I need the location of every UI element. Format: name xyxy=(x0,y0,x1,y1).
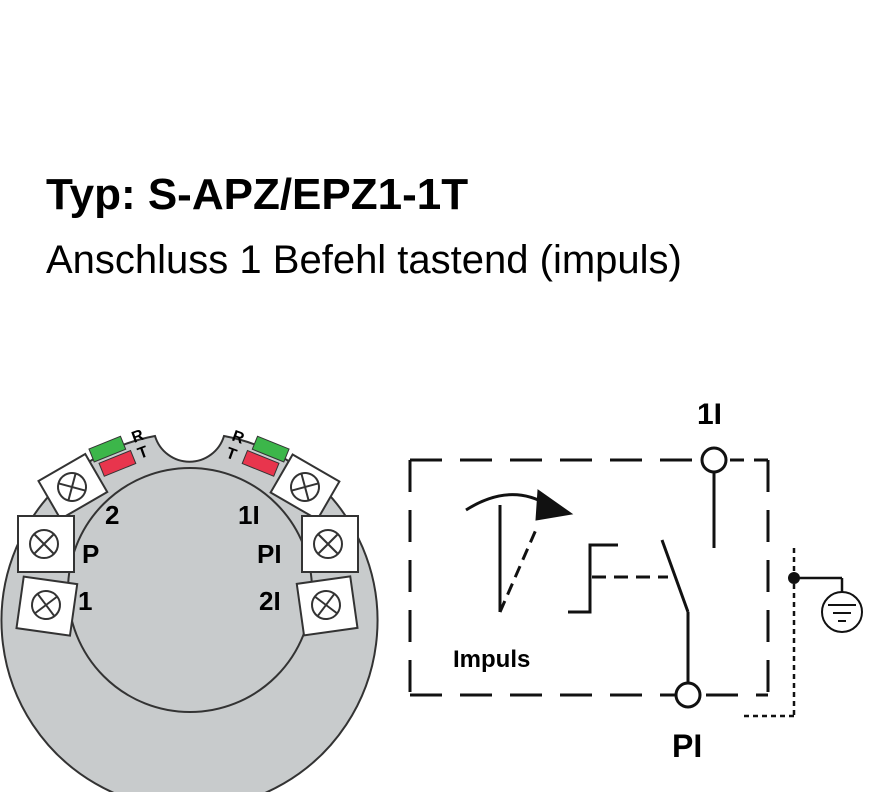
page-subtitle: Anschluss 1 Befehl tastend (impuls) xyxy=(46,238,682,282)
impulse-arrow-head xyxy=(535,489,574,521)
screw-terminal-1i xyxy=(269,453,341,521)
screw-terminal-pi xyxy=(301,515,359,573)
terminal-label-1: 1 xyxy=(78,586,92,616)
impulse-arrow-arc xyxy=(465,493,549,512)
screw-terminal-1 xyxy=(15,575,79,637)
screw-terminal-p xyxy=(17,515,75,573)
impulse-label: Impuls xyxy=(453,646,530,673)
switch-blade xyxy=(660,539,690,613)
terminal-circle-1i xyxy=(700,446,728,474)
page-title: Typ: S-APZ/EPZ1-1T xyxy=(46,170,469,219)
terminal-label-pi: PI xyxy=(257,539,282,569)
terminal-label-2i: 2I xyxy=(259,586,281,616)
terminal-label-2: 2 xyxy=(105,500,119,530)
actuator-step-symbol xyxy=(568,543,618,614)
impulse-decay-line xyxy=(498,524,540,613)
ground-icon xyxy=(821,591,863,633)
terminal-block: R T R T 2 P 1 1I PI 2I xyxy=(0,427,379,792)
screw-terminal-2 xyxy=(37,452,109,521)
left-led-indicator xyxy=(88,435,137,477)
right-led-indicator xyxy=(241,435,290,477)
switch-schematic xyxy=(408,446,844,718)
screw-terminal-2i xyxy=(295,575,359,637)
terminal-circle-pi xyxy=(674,681,702,709)
schematic-label-1i: 1I xyxy=(697,398,722,431)
schematic-label-pi: PI xyxy=(672,728,702,764)
terminal-label-1i: 1I xyxy=(238,500,260,530)
terminal-label-p: P xyxy=(82,539,99,569)
ground-junction-dot xyxy=(788,572,800,584)
